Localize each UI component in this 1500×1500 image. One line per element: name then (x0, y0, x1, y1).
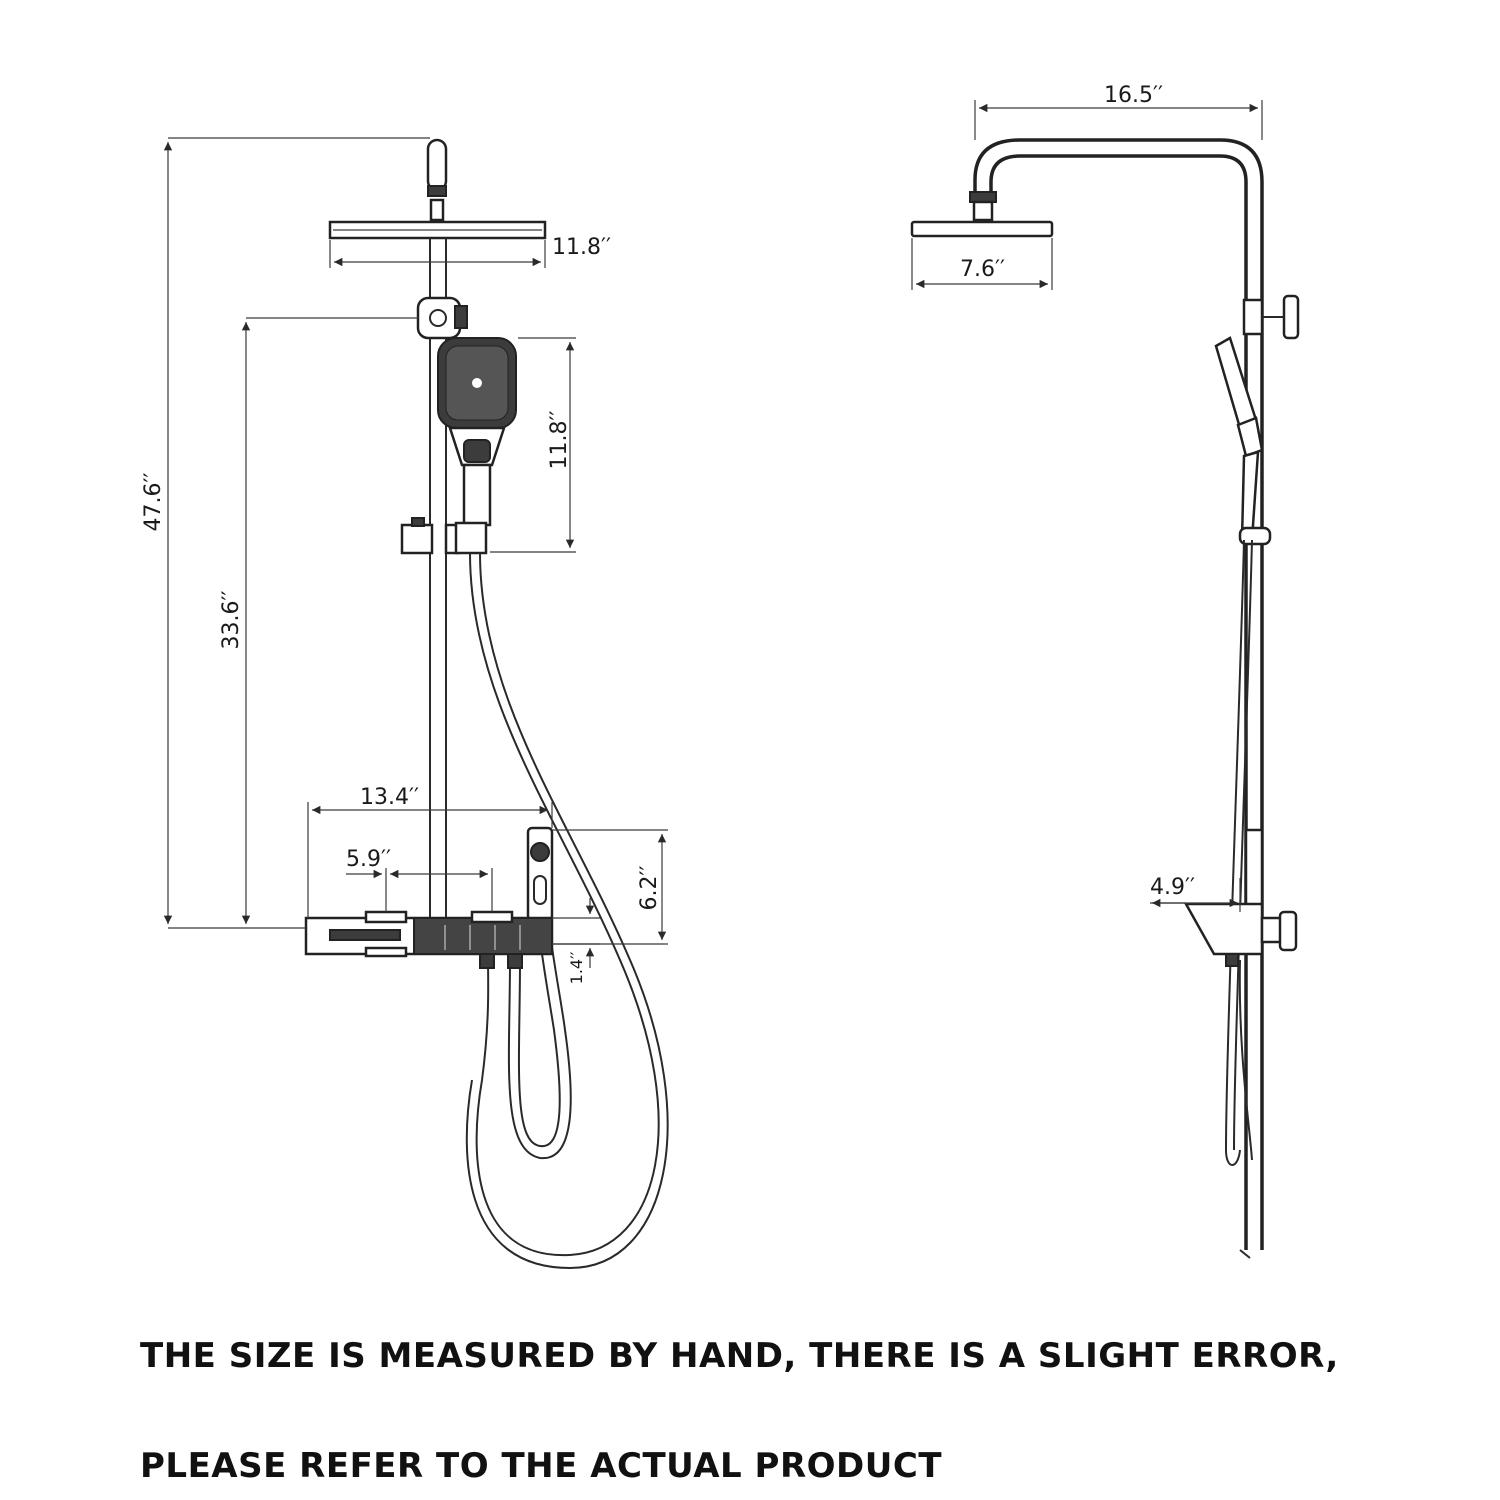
dim-label-spout-height: 6.2′′ (637, 866, 662, 911)
dim-label-shelf-width: 13.4′′ (360, 785, 419, 810)
dim-label-shelf-depth: 4.9′′ (1150, 875, 1195, 900)
dim-shelf-thickness: 1.4′′ (552, 898, 600, 984)
dim-label-rain-head-depth: 7.6′′ (960, 257, 1005, 282)
measurement-note-line-1: THE SIZE IS MEASURED BY HAND, THERE IS A… (140, 1336, 1339, 1376)
front-view: 47.6′′ 33.6′′ 11.8′′ 11.8′′ 13.4′′ (141, 137, 669, 1270)
dim-arm-reach: 16.5′′ (974, 83, 1263, 140)
hand-shower-side (1214, 336, 1272, 546)
dim-rain-head-depth: 7.6′′ (911, 238, 1053, 290)
dim-shelf-width: 13.4′′ (307, 785, 553, 918)
hand-shower-front (437, 337, 517, 527)
tub-spout-control (526, 826, 554, 922)
dim-label-shelf-thickness: 1.4′′ (567, 951, 586, 984)
dim-rail-height: 33.6′′ (219, 317, 418, 924)
dim-label-total-height: 47.6′′ (141, 473, 166, 532)
dim-hand-shower-length: 11.8′′ (490, 337, 576, 553)
dim-label-rain-head-width: 11.8′′ (552, 235, 611, 260)
dim-spout-height: 6.2′′ (552, 829, 668, 945)
rail-diverter-knob-side (1242, 294, 1300, 340)
shower-arm-side (973, 138, 1264, 1259)
dim-rain-head-width: 11.8′′ (329, 235, 611, 268)
rain-shower-head-front (328, 138, 547, 240)
hand-shower-holder (400, 517, 488, 555)
rail-diverter-knob (416, 296, 468, 340)
dim-shelf-depth: 4.9′′ (1150, 875, 1241, 912)
dim-label-hand-shower-length: 11.8′′ (547, 411, 572, 470)
thermostatic-shelf-side (1183, 828, 1298, 967)
dim-label-arm-reach: 16.5′′ (1104, 83, 1163, 108)
shower-rail (429, 238, 447, 920)
dim-label-rail-height: 33.6′′ (219, 591, 244, 650)
thermostatic-shelf-front (304, 910, 554, 969)
rain-shower-head-side (910, 191, 1054, 238)
measurement-note-line-2: PLEASE REFER TO THE ACTUAL PRODUCT (140, 1446, 943, 1486)
dim-control-spacing: 5.9′′ (346, 847, 493, 912)
side-view: 16.5′′ 7.6′′ 4.9′′ (910, 83, 1300, 1259)
dim-label-control-spacing: 5.9′′ (346, 847, 391, 872)
shower-hose-side (1224, 539, 1253, 1166)
dim-total-height: 47.6′′ (141, 137, 430, 929)
